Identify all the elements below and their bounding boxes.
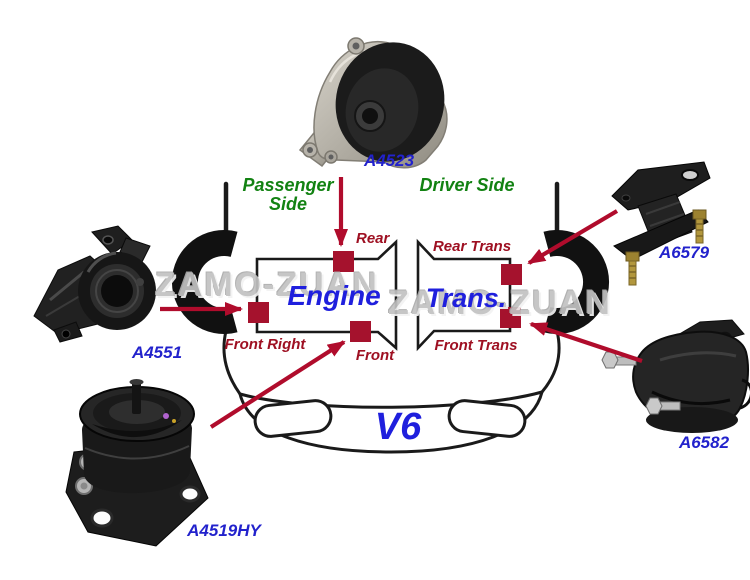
watermark-1: ZAMO-ZUAN	[155, 266, 379, 304]
mount-label-front-trans: Front Trans	[434, 337, 518, 354]
mount-label-rear-trans: Rear Trans	[432, 238, 512, 255]
mount-label-front-right: Front Right	[224, 336, 306, 353]
part-number-a4551: A4551	[131, 343, 183, 362]
hood-line	[238, 390, 544, 409]
photo-rear-trans-mount-a6579	[611, 161, 711, 286]
mount-label-rear: Rear	[356, 230, 390, 247]
part-number-a6579: A6579	[658, 243, 710, 262]
mount-label-front: Front	[355, 347, 395, 364]
photo-front-right-mount-a4551	[33, 225, 156, 343]
part-number-a6582: A6582	[678, 433, 730, 452]
label-v6: V6	[374, 406, 422, 448]
label-trans: Trans.	[425, 283, 507, 313]
arrow-a6582-to-front-trans	[529, 322, 643, 363]
label-passenger-side: Passenger Side	[242, 175, 334, 214]
part-number-a4519hy: A4519HY	[187, 521, 261, 540]
label-engine: Engine	[287, 280, 381, 311]
arrow-a6579-to-rear-trans	[527, 209, 619, 265]
right-body-curve	[540, 329, 561, 394]
label-driver-side: Driver Side	[419, 175, 515, 195]
headlight-right	[447, 399, 527, 438]
mount-marker-front	[350, 321, 371, 342]
arrow-a4519hy-to-front	[209, 340, 346, 429]
photo-front-trans-mount-a6582	[601, 319, 750, 433]
mount-marker-rear-trans	[501, 264, 522, 285]
part-number-a4523: A4523	[363, 151, 415, 170]
watermark-2: ZAMO-ZUAN	[388, 284, 612, 322]
headlight-left	[253, 399, 333, 438]
